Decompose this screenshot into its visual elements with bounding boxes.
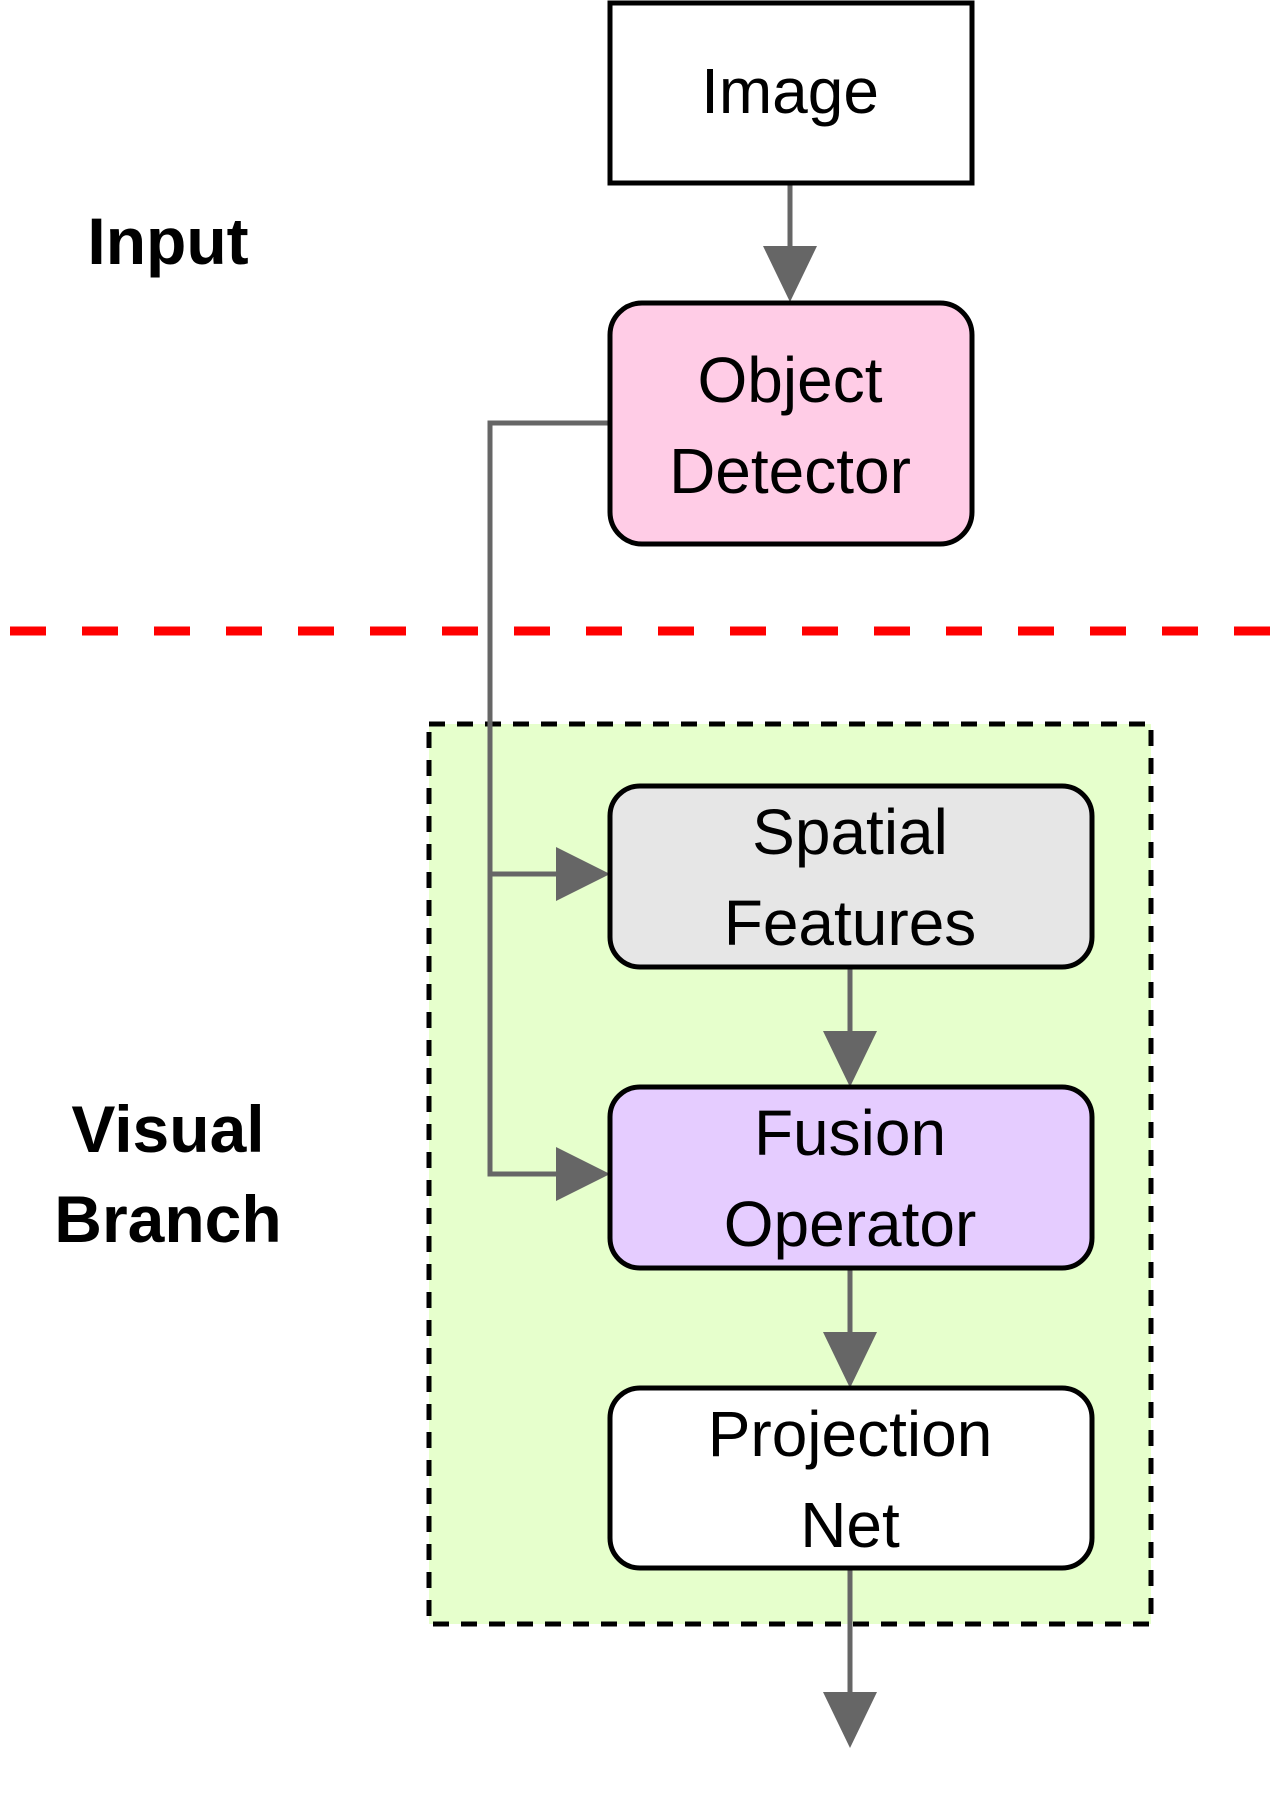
section-label-visual: Visual xyxy=(71,1092,264,1166)
node-projection-net-line2: Net xyxy=(800,1489,900,1561)
node-image-label: Image xyxy=(701,55,879,127)
arrowhead-fusion-left xyxy=(556,1147,610,1201)
edge-detector-branch xyxy=(487,420,609,1177)
arrowhead-fusion-top xyxy=(823,1031,877,1087)
node-projection-net-box xyxy=(607,1385,1095,1571)
section-label-input: Input xyxy=(87,204,248,278)
node-fusion-operator-line2: Operator xyxy=(724,1188,977,1260)
node-object-detector-line1: Object xyxy=(698,344,883,416)
arrowhead-spatial xyxy=(556,847,610,901)
node-spatial-features-line2: Features xyxy=(724,887,977,959)
edges xyxy=(487,183,877,1748)
node-image: Image xyxy=(607,0,975,186)
node-spatial-features-box xyxy=(607,783,1095,970)
node-projection-net-line1: Projection xyxy=(708,1398,993,1470)
node-fusion-operator: Fusion Operator xyxy=(607,1084,1095,1271)
node-object-detector-box xyxy=(607,300,975,547)
section-label-branch: Branch xyxy=(54,1182,281,1256)
node-fusion-operator-line1: Fusion xyxy=(754,1097,946,1169)
node-projection-net: Projection Net xyxy=(607,1385,1095,1571)
node-spatial-features: Spatial Features xyxy=(607,783,1095,970)
arrowhead-detector xyxy=(763,246,817,302)
node-object-detector-line2: Detector xyxy=(669,435,911,507)
node-object-detector: Object Detector xyxy=(607,300,975,547)
node-spatial-features-line1: Spatial xyxy=(752,796,948,868)
arrowhead-output xyxy=(823,1692,877,1748)
node-image-box xyxy=(607,0,975,186)
node-fusion-operator-box xyxy=(607,1084,1095,1271)
arrowhead-projection xyxy=(823,1332,877,1388)
